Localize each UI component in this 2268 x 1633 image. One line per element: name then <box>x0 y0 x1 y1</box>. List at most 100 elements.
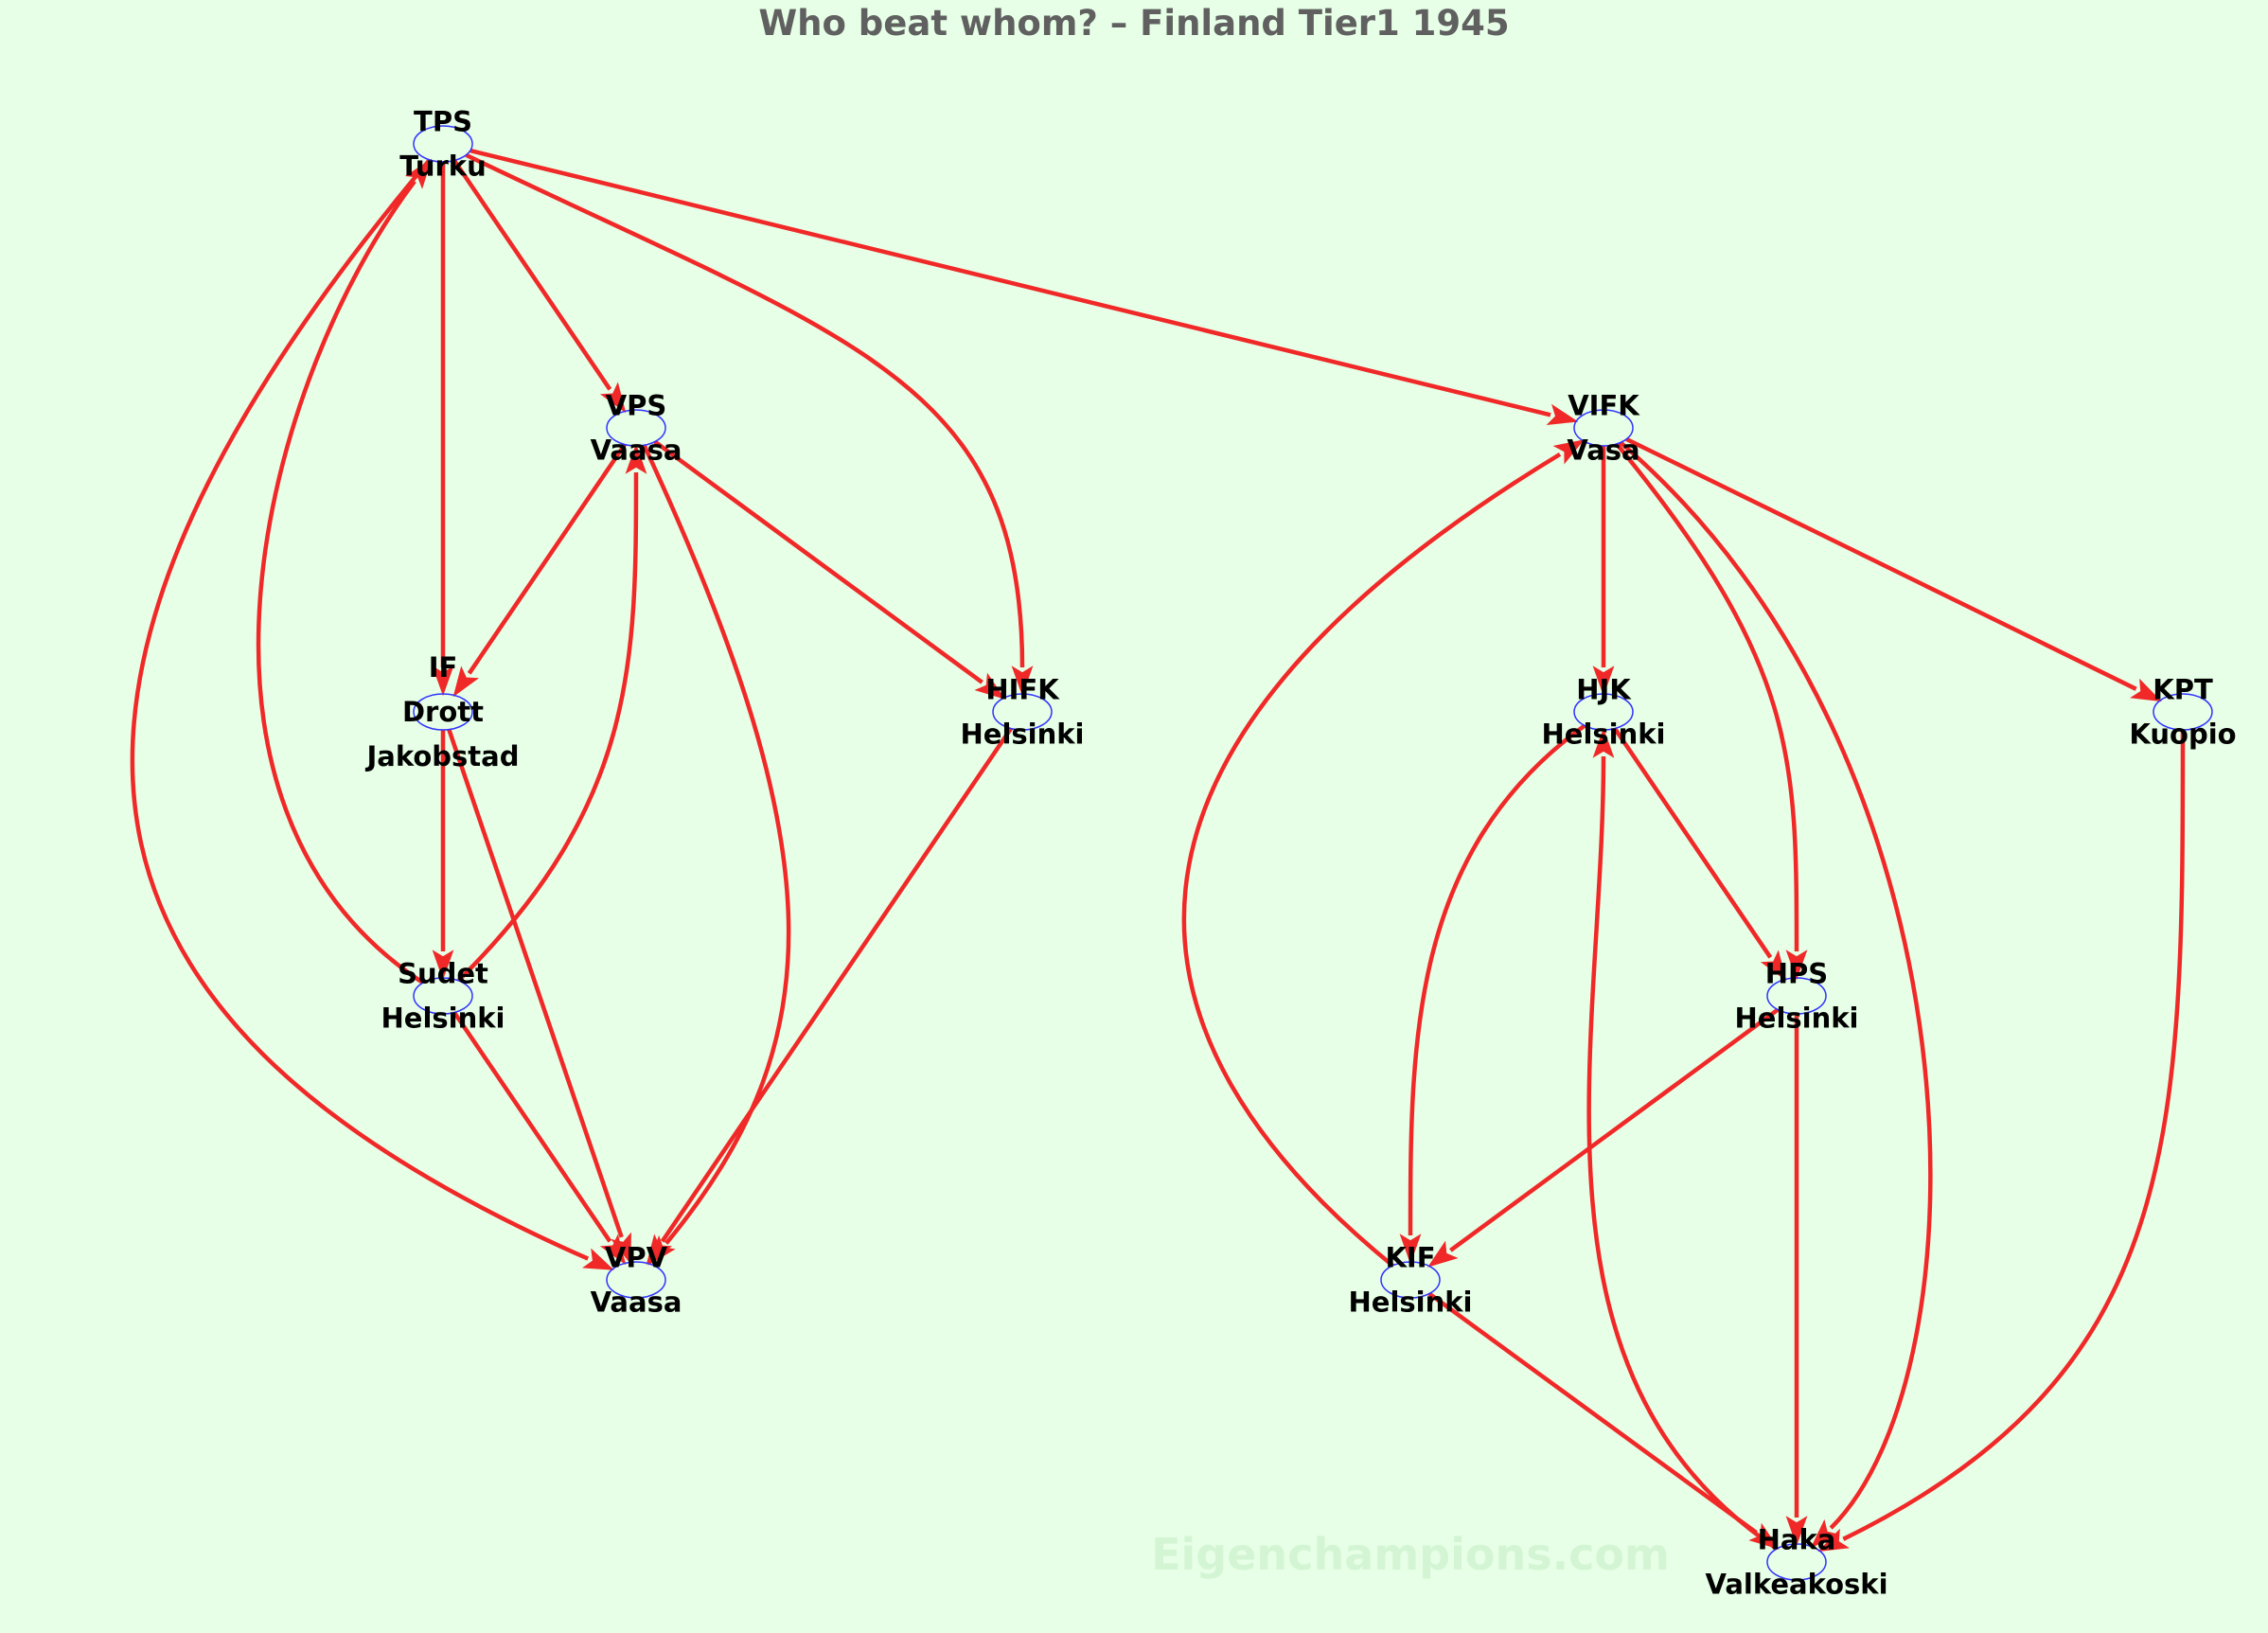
edge-hifk-beat-vpv <box>660 727 1013 1243</box>
edge-sudet-beat-tps <box>256 180 425 985</box>
arrowhead-tps-hifk <box>1011 666 1034 697</box>
arrowhead-hjk-kif <box>1399 1234 1422 1265</box>
edge-if-beat-vpv <box>447 728 624 1238</box>
edge-hjk-beat-kif <box>1408 723 1586 1236</box>
node-team-label: VPV <box>605 1242 668 1274</box>
node-city-label: Vaasa <box>591 435 682 467</box>
node-city-label: Helsinki <box>1349 1287 1473 1319</box>
node-team-label: Sudet <box>398 958 488 990</box>
node-ellipse <box>1766 977 1827 1015</box>
arrowhead-hps-haka <box>1785 1516 1808 1547</box>
edge-kif-beat-vifk <box>1181 452 1562 1268</box>
edge-vps-beat-hifk <box>653 439 983 684</box>
node-ellipse <box>413 977 473 1015</box>
arrowhead-vifk-kpt <box>2130 678 2162 702</box>
node-city-label: Turku <box>399 151 486 183</box>
edge-tps-beat-vps <box>452 159 612 391</box>
node-ellipse <box>992 693 1053 731</box>
arrowhead-hifk-vpv <box>646 1234 673 1266</box>
node-vpv[interactable]: VPV Vaasa <box>591 1242 682 1319</box>
nodes-layer: TPSTurkuVPSVaasaIFDrottJakobstadSudetHel… <box>364 106 2236 1601</box>
node-city-label: Helsinki <box>961 719 1085 751</box>
arrowhead-vifk-hjk <box>1592 666 1615 697</box>
node-team-label: IF <box>429 651 458 683</box>
edge-kpt-beat-haka <box>1842 729 2186 1541</box>
edge-vps-beat-if <box>467 443 627 675</box>
arrowhead-tps-vifk <box>1546 403 1579 425</box>
arrowhead-hjk-hps <box>1760 950 1787 982</box>
edge-kif-beat-haka <box>1427 1291 1758 1535</box>
node-ellipse <box>1766 1543 1827 1581</box>
node-team-label: TPS <box>414 106 472 138</box>
edge-sudet-beat-vps <box>456 471 639 983</box>
edge-haka-beat-hjk <box>1586 755 1779 1551</box>
arrowhead-vps-if <box>452 666 480 698</box>
node-ellipse <box>1573 409 1634 447</box>
arrowhead-haka-hjk <box>1592 727 1615 758</box>
node-hifk[interactable]: HIFK Helsinki <box>961 674 1085 751</box>
arrowhead-sudet-tps <box>404 158 433 189</box>
graph-title: Who beat whom? – Finland Tier1 1945 <box>758 3 1509 44</box>
edge-vifk-beat-kpt <box>1625 436 2137 691</box>
node-city-label: Jakobstad <box>364 740 519 772</box>
arrowhead-hps-kif <box>1427 1240 1459 1268</box>
arrowhead-sudet-vpv <box>599 1234 627 1266</box>
edge-hjk-beat-hps <box>1613 727 1773 959</box>
node-hjk[interactable]: HJK Helsinki <box>1542 674 1666 751</box>
node-ellipse <box>2153 693 2213 731</box>
node-kif[interactable]: KIF Helsinki <box>1349 1242 1473 1319</box>
node-city-label: Helsinki <box>1542 719 1666 751</box>
node-city-label: Kuopio <box>2129 719 2236 751</box>
edge-tps-beat-vpv <box>130 158 590 1261</box>
node-team-label: HJK <box>1576 674 1632 706</box>
node-team-label: KPT <box>2153 674 2213 706</box>
node-team-label: VPS <box>606 390 667 422</box>
edge-hps-beat-kif <box>1449 1007 1780 1252</box>
node-hps[interactable]: HPS Helsinki <box>1735 958 1859 1035</box>
edge-vifk-beat-haka <box>1619 440 1933 1530</box>
edge-sudet-beat-vpv <box>452 1011 612 1243</box>
arrowhead-if-sudet <box>432 950 454 981</box>
node-team-label: HIFK <box>985 674 1060 706</box>
node-city-label: Helsinki <box>381 1003 505 1035</box>
node-team-label: HPS <box>1765 958 1828 990</box>
node-ellipse <box>1380 1261 1441 1299</box>
arrowhead-tps-vpv <box>582 1248 614 1270</box>
node-city-label: Drott <box>402 696 484 728</box>
watermark: Eigenchampions.com <box>1151 1529 1670 1580</box>
arrowhead-vifk-haka <box>1810 1518 1840 1549</box>
arrowhead-tps-vps <box>599 382 627 414</box>
node-city-label: Helsinki <box>1735 1003 1859 1035</box>
node-vps[interactable]: VPS Vaasa <box>591 390 682 467</box>
arrowhead-tps-if <box>432 666 454 697</box>
arrowhead-vifk-hps <box>1785 950 1808 981</box>
node-tps[interactable]: TPS Turku <box>399 106 486 183</box>
edges-layer <box>130 148 2186 1553</box>
node-city-label: Vasa <box>1567 435 1639 467</box>
node-team-label: KIF <box>1385 1242 1435 1274</box>
edge-vifk-beat-hps <box>1615 442 1799 952</box>
edge-vps-beat-vpv <box>642 444 791 1245</box>
node-city-label: Valkeakoski <box>1705 1569 1887 1601</box>
node-vifk[interactable]: VIFK Vasa <box>1567 390 1640 467</box>
node-city-label: Vaasa <box>591 1287 682 1319</box>
node-ellipse <box>1573 693 1634 731</box>
arrowhead-kif-vifk <box>1552 439 1585 465</box>
node-team-label: VIFK <box>1568 390 1640 422</box>
arrowhead-sudet-vps <box>625 443 647 474</box>
edge-tps-beat-hifk <box>465 152 1025 668</box>
node-kpt[interactable]: KPT Kuopio <box>2129 674 2236 751</box>
arrowhead-kpt-haka <box>1817 1528 1850 1553</box>
node-ellipse <box>606 1261 666 1299</box>
arrowhead-vps-hifk <box>974 672 1005 700</box>
node-ellipse <box>606 409 666 447</box>
edge-tps-beat-vifk <box>470 148 1551 417</box>
node-ellipse <box>413 125 473 163</box>
node-ellipse <box>413 693 473 731</box>
node-team-label: Haka <box>1758 1524 1836 1556</box>
